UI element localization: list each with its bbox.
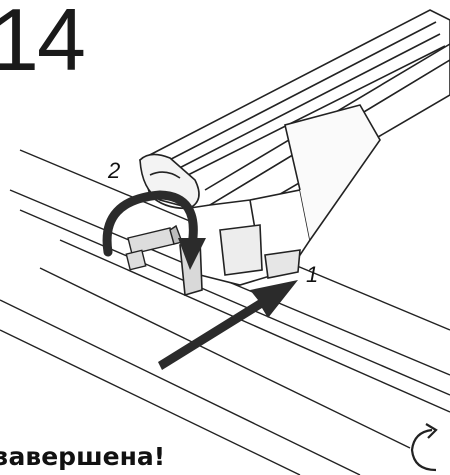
callout-step-2: 2	[108, 158, 121, 183]
completion-caption: завершена!	[0, 442, 166, 471]
key-icon	[125, 224, 183, 271]
step-number: 14	[0, 0, 86, 89]
push-arrow-icon	[158, 280, 298, 370]
rotate-arrow-icon	[102, 190, 206, 270]
refresh-icon	[410, 423, 438, 472]
callout-step-1: 1	[306, 262, 319, 287]
